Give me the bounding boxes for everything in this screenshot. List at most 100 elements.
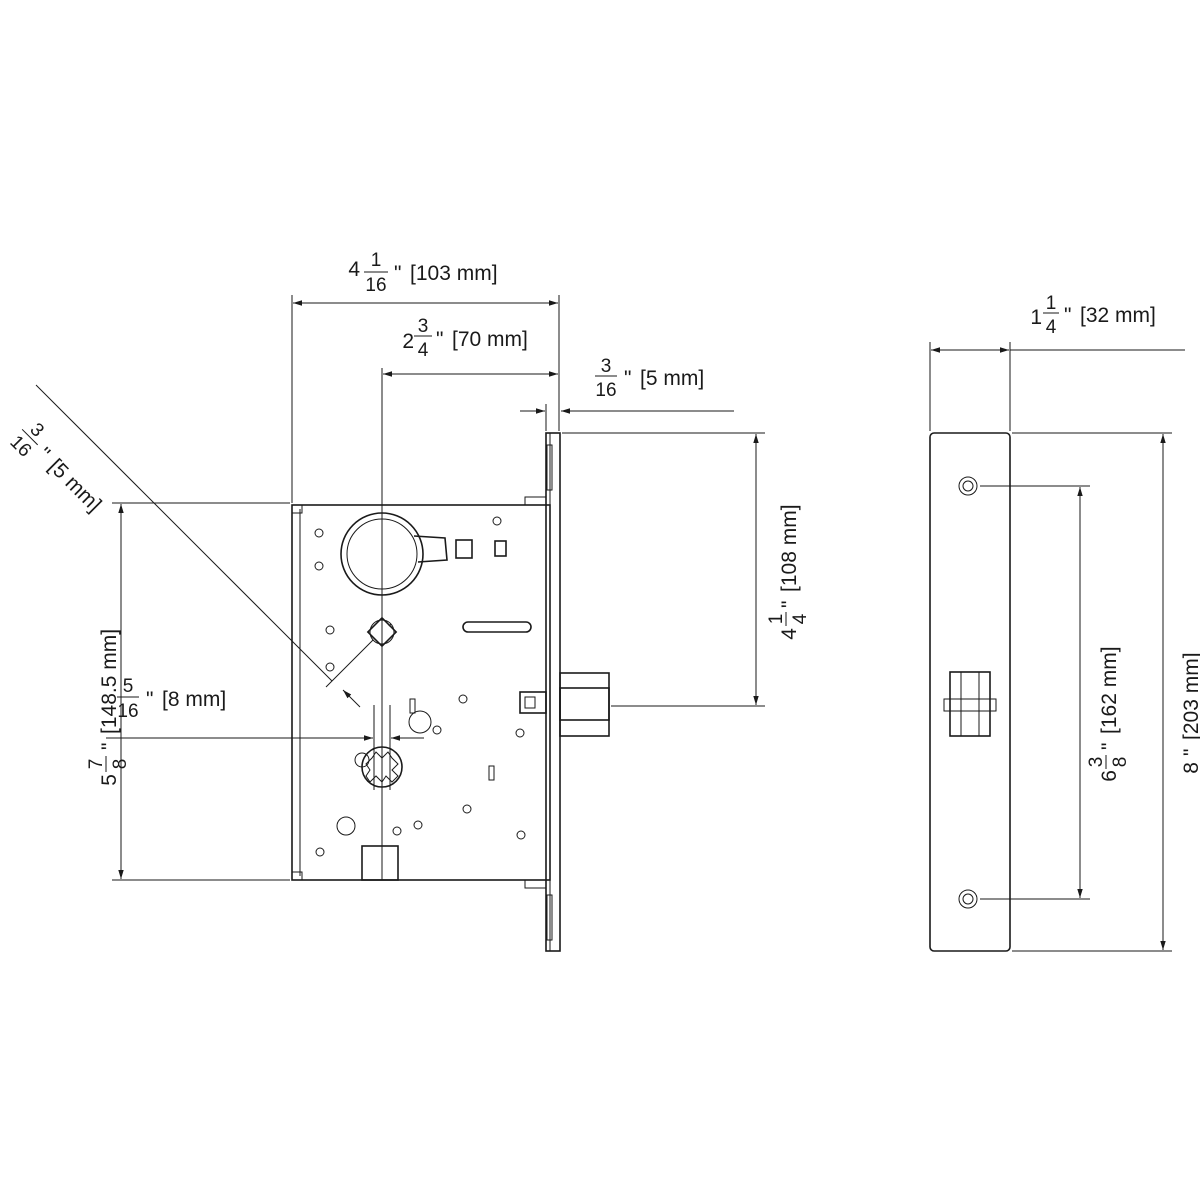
screw-hole-bottom xyxy=(958,889,978,909)
latch-bolt-center xyxy=(559,687,610,721)
mounting-holes xyxy=(314,516,526,857)
screw-hole-top-inner xyxy=(962,480,974,492)
faceplate-front-view xyxy=(929,432,1011,952)
dimension-backset: 2 3 4 " [70 mm] xyxy=(381,316,558,880)
faceplate-width-whole: 1 xyxy=(1030,306,1042,329)
hole xyxy=(392,826,402,836)
backset-whole: 2 xyxy=(402,330,414,353)
case-height-inch-mark: " xyxy=(98,743,121,750)
hub-to-latch-num: 1 xyxy=(766,614,787,625)
hole xyxy=(315,847,325,857)
dimension-screw-spacing: 6 3 8 " [162 mm] xyxy=(980,485,1131,900)
hole xyxy=(325,625,335,635)
latch-front xyxy=(949,671,991,737)
case-corner-tab-top xyxy=(291,504,303,514)
faceplate-tab-top xyxy=(546,444,553,491)
spindle-offset-num: 5 xyxy=(123,676,134,697)
slot xyxy=(488,765,495,781)
diagonal-offset-num: 3 xyxy=(25,419,47,441)
screw-hole-bottom-inner xyxy=(962,893,974,905)
lock-case-side-view xyxy=(291,432,610,952)
faceplate-height-inch-mark: " xyxy=(1180,749,1200,756)
backset-metric: [70 mm] xyxy=(452,328,528,351)
case-height-num: 7 xyxy=(86,759,107,770)
backset-inch-mark: " xyxy=(436,328,443,351)
dimension-faceplate-width: 1 1 4 " [32 mm] xyxy=(929,293,1185,431)
faceplate-thickness-num: 3 xyxy=(601,356,612,377)
screw-spacing-den: 8 xyxy=(1110,757,1131,768)
screw-spacing-num: 3 xyxy=(1086,757,1107,768)
screw-hole-top xyxy=(958,476,978,496)
overall-width-den: 16 xyxy=(365,275,386,296)
overall-width-num: 1 xyxy=(371,250,382,271)
dimension-spindle-offset: 5 16 " [8 mm] xyxy=(106,676,424,790)
diagonal-offset-metric: [5 mm] xyxy=(44,455,106,517)
guide-slot xyxy=(462,621,532,633)
latch-tail xyxy=(519,691,547,714)
hub-to-latch-label: 4 1 4 " [108 mm] xyxy=(766,504,811,639)
cylinder-cam-splines xyxy=(365,751,399,783)
overall-width-whole: 4 xyxy=(348,258,360,281)
spindle-square xyxy=(366,616,398,648)
hole-large xyxy=(408,710,432,734)
screw-spacing-inch-mark: " xyxy=(1098,743,1121,750)
diagonal-leader-tail xyxy=(342,689,361,708)
faceplate-width-metric: [32 mm] xyxy=(1080,304,1156,327)
screw-spacing-metric: [162 mm] xyxy=(1098,646,1121,734)
latch-tail-inner xyxy=(524,696,536,709)
case-corner-tab-bottom xyxy=(291,871,303,881)
bottom-notch xyxy=(361,845,399,881)
case-ear-top xyxy=(524,496,547,506)
spindle-offset-den: 16 xyxy=(117,701,138,722)
hole xyxy=(516,830,526,840)
faceplate-height-label: 8 " [203 mm] xyxy=(1180,652,1200,773)
dimension-hub-to-latch: 4 1 4 " [108 mm] xyxy=(562,432,811,707)
fraction-bar xyxy=(21,428,39,446)
screw-spacing-label: 6 3 8 " [162 mm] xyxy=(1086,646,1131,781)
diagonal-leader xyxy=(35,384,333,682)
faceplate-thickness-inch-mark: " xyxy=(624,367,631,390)
hole xyxy=(413,820,423,830)
cam-pin xyxy=(354,752,370,768)
overall-width-metric: [103 mm] xyxy=(410,262,498,285)
faceplate-width-num: 1 xyxy=(1046,293,1057,314)
case-height-den: 8 xyxy=(110,759,131,770)
hub-stop-block xyxy=(455,539,473,559)
hole xyxy=(314,528,324,538)
dimension-case-height: 5 7 8 " [148.5 mm] xyxy=(86,502,290,881)
hole xyxy=(458,694,468,704)
faceplate-thickness-metric: [5 mm] xyxy=(640,367,704,390)
dimension-diagonal-offset: 3 16 " [5 mm] xyxy=(5,384,392,708)
dimension-faceplate-height: 8 " [203 mm] xyxy=(1012,432,1200,952)
hub-to-latch-metric: [108 mm] xyxy=(778,504,801,592)
hole xyxy=(492,516,502,526)
auxiliary-block xyxy=(494,540,507,557)
faceplate-side xyxy=(545,432,561,952)
hole xyxy=(515,728,525,738)
hole xyxy=(432,725,442,735)
case-height-label: 5 7 8 " [148.5 mm] xyxy=(86,629,131,786)
diagonal-offset-inch-mark: " xyxy=(33,443,55,465)
hub-to-latch-inch-mark: " xyxy=(778,601,801,608)
hub-lever xyxy=(413,535,448,563)
faceplate-front-outline xyxy=(929,432,1011,952)
screw-spacing-whole: 6 xyxy=(1098,770,1121,782)
backset-den: 4 xyxy=(418,340,429,361)
latch-front-bar xyxy=(943,698,997,712)
hole xyxy=(462,804,472,814)
hole xyxy=(325,662,335,672)
faceplate-thickness-den: 16 xyxy=(595,380,616,401)
case-height-whole: 5 xyxy=(98,774,121,786)
latch-bolt xyxy=(559,672,610,737)
spindle-offset-metric: [8 mm] xyxy=(162,688,226,711)
overall-width-inch-mark: " xyxy=(394,262,401,285)
hole xyxy=(314,561,324,571)
case-ear-bottom xyxy=(524,879,547,889)
dimension-faceplate-thickness: 3 16 " [5 mm] xyxy=(520,356,734,431)
hub-to-latch-whole: 4 xyxy=(778,628,801,640)
slot xyxy=(409,698,416,714)
diagonal-offset-label: 3 16 " [5 mm] xyxy=(5,419,106,517)
faceplate-width-den: 4 xyxy=(1046,317,1057,338)
hole-large xyxy=(336,816,356,836)
